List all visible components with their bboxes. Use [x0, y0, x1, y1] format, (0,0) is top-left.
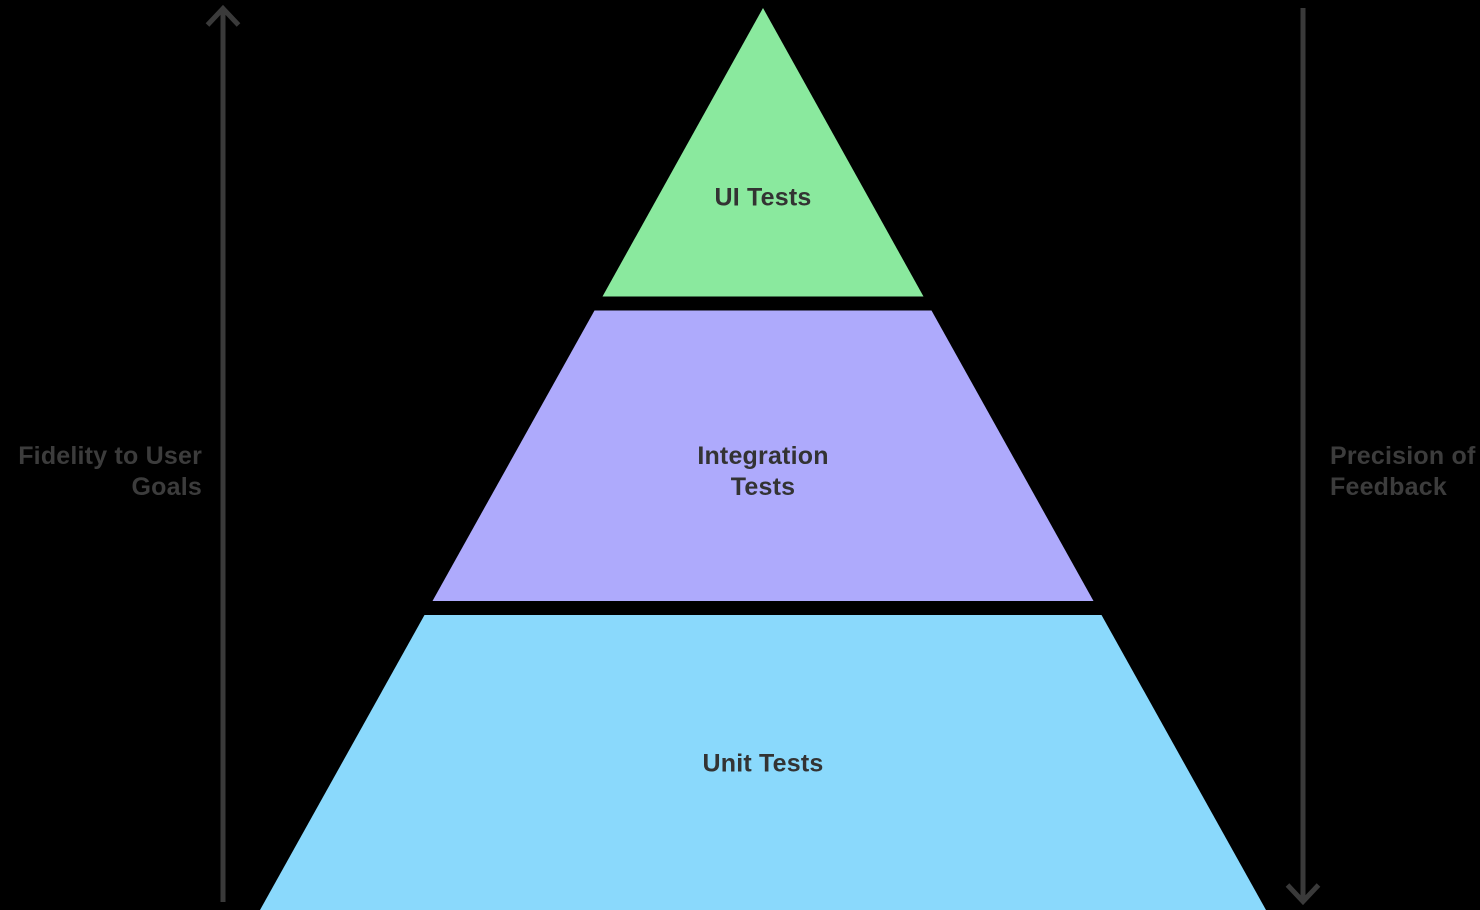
- right-axis-label: Precision of Feedback: [1330, 442, 1476, 501]
- arrow-down-icon: [1285, 883, 1321, 906]
- tier-label-unit-tests: Unit Tests: [702, 749, 824, 778]
- arrow-up-icon: [205, 4, 241, 27]
- tier-label-integration-tests: Integration Tests: [697, 442, 829, 501]
- tier-label-ui-tests: UI Tests: [714, 183, 812, 212]
- tier-shape-ui-tests: [602, 8, 924, 297]
- tier-shape-integration-tests: [432, 310, 1094, 601]
- left-axis-label: Fidelity to User Goals: [18, 442, 202, 501]
- tier-shape-unit-tests: [260, 615, 1266, 910]
- left-axis-arrow: [205, 4, 241, 902]
- right-axis-arrow: [1285, 8, 1321, 906]
